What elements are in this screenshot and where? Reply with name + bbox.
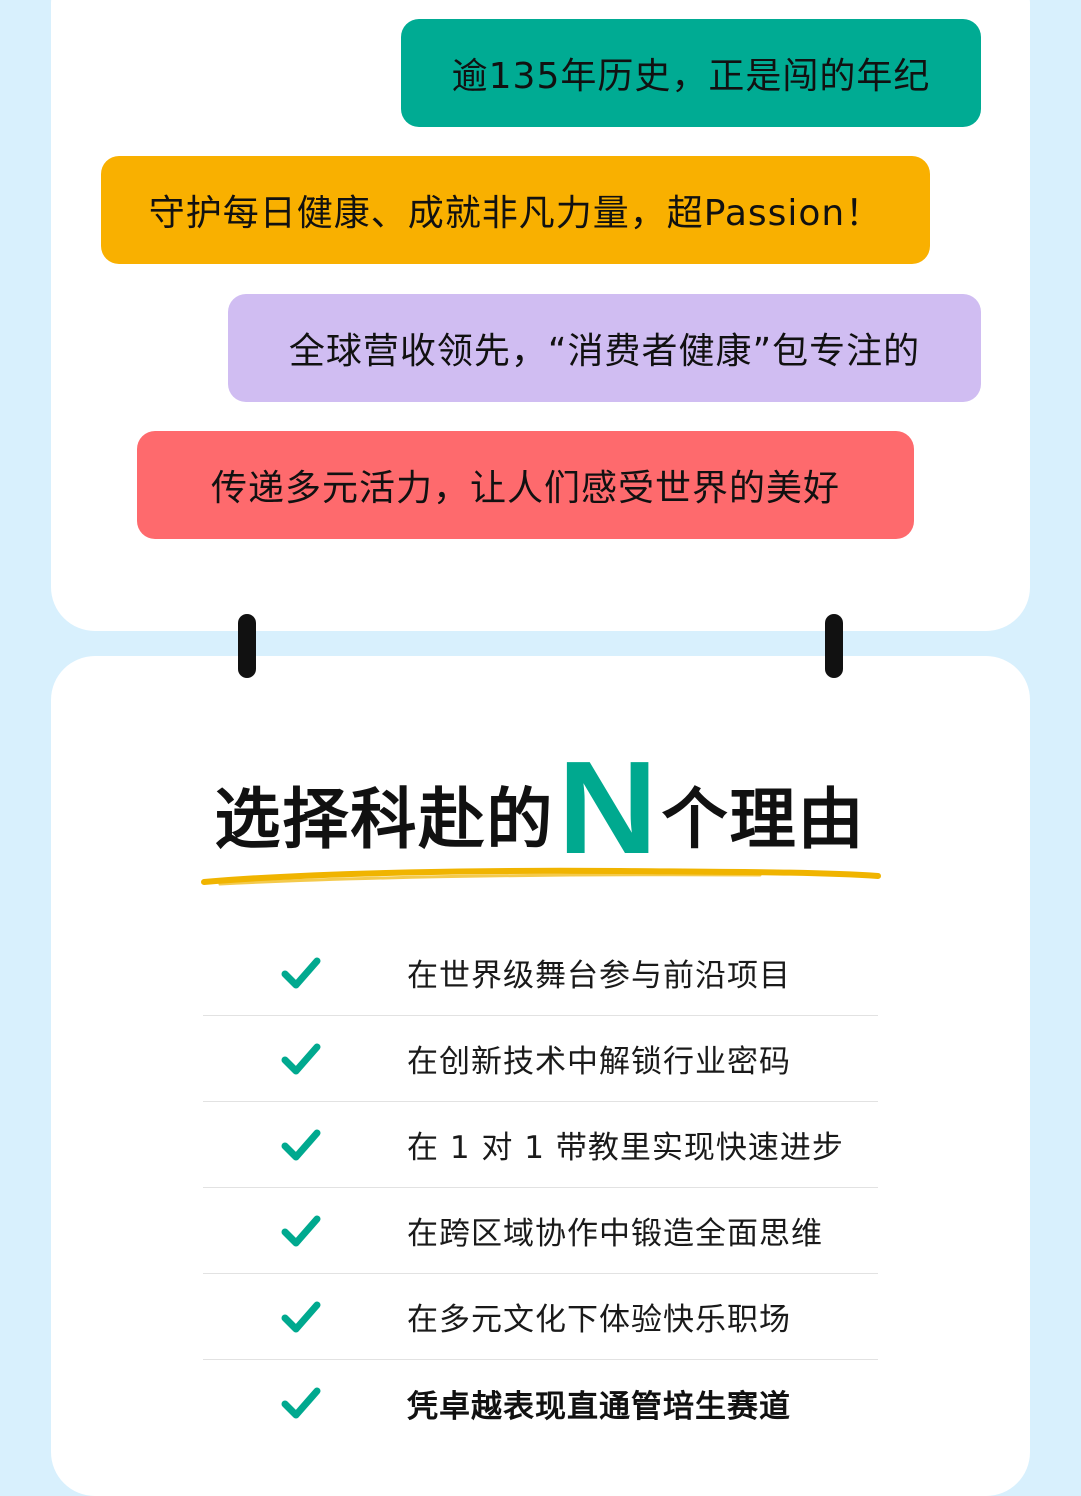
list-item: 在跨区域协作中锻造全面思维 (203, 1188, 878, 1274)
headline-prefix: 选择科赴的 (214, 781, 555, 858)
highlight-text: 逾135年历史，正是闯的年纪 (451, 56, 931, 97)
highlight-pill-revenue: 全球营收领先，“消费者健康”包专注的 (228, 294, 981, 402)
list-item: 在世界级舞台参与前沿项目 (203, 930, 878, 1016)
headline-underline (201, 867, 881, 886)
check-icon (281, 957, 321, 988)
reason-text: 在世界级舞台参与前沿项目 (407, 958, 791, 994)
list-item: 在创新技术中解锁行业密码 (203, 1016, 878, 1102)
list-item: 在多元文化下体验快乐职场 (203, 1274, 878, 1360)
reason-text: 在创新技术中解锁行业密码 (407, 1044, 791, 1080)
reasons-headline: 选择科赴的 N 个理由 (150, 734, 930, 881)
highlight-text: 全球营收领先，“消费者健康”包专注的 (288, 331, 921, 372)
reason-text: 在多元文化下体验快乐职场 (407, 1302, 791, 1338)
highlight-pill-history: 逾135年历史，正是闯的年纪 (401, 19, 981, 127)
reason-text: 在 1 对 1 带教里实现快速进步 (407, 1130, 844, 1166)
reason-text: 凭卓越表现直通管培生赛道 (407, 1388, 791, 1425)
check-icon (281, 1387, 321, 1419)
highlight-pill-vitality: 传递多元活力，让人们感受世界的美好 (137, 431, 914, 539)
binder-clip-left (238, 614, 256, 678)
list-item: 凭卓越表现直通管培生赛道 (203, 1360, 878, 1446)
binder-clip-right (825, 614, 843, 678)
highlight-pill-passion: 守护每日健康、成就非凡力量，超Passion！ (101, 156, 930, 264)
check-icon (281, 1043, 321, 1074)
check-icon (281, 1129, 321, 1160)
reasons-card (51, 656, 1030, 1496)
highlight-text: 守护每日健康、成就非凡力量，超Passion！ (148, 193, 883, 234)
reasons-list: 在世界级舞台参与前沿项目 在创新技术中解锁行业密码 在 1 对 1 带教里实现快… (203, 930, 878, 1446)
highlight-text: 传递多元活力，让人们感受世界的美好 (210, 468, 840, 509)
check-icon (281, 1215, 321, 1246)
list-item: 在 1 对 1 带教里实现快速进步 (203, 1102, 878, 1188)
check-icon (281, 1301, 321, 1332)
headline-suffix: 个理由 (661, 781, 866, 858)
headline-letter: N (557, 734, 659, 881)
reason-text: 在跨区域协作中锻造全面思维 (407, 1216, 823, 1252)
